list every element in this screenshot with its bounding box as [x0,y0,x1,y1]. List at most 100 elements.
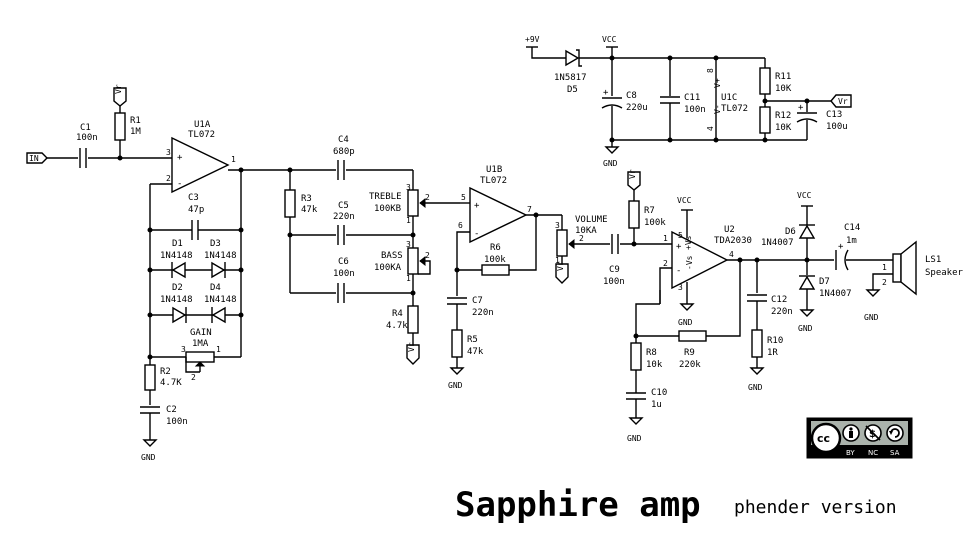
svg-text:R6: R6 [490,243,501,253]
capacitor-c1: C1 100n [76,123,98,168]
ground-symbol-c10: GND [627,417,644,443]
capacitor-c3: C3 47p [150,193,241,240]
svg-text:R4: R4 [392,309,403,319]
resistor-r12: R12 10K [759,106,792,134]
svg-text:3: 3 [678,283,683,292]
svg-text:+: + [603,88,609,98]
svg-text:C8: C8 [626,91,637,101]
svg-text:TREBLE: TREBLE [369,192,402,202]
svg-text:1M: 1M [130,127,141,137]
svg-text:100KB: 100KB [374,204,401,214]
svg-text:GND: GND [748,383,763,392]
ground-symbol-speaker: GND [864,289,881,322]
svg-text:1MA: 1MA [192,339,209,349]
diode-d4: D4 1N4148 [204,283,237,324]
svg-text:GND: GND [798,324,813,333]
svg-text:-Vs: -Vs [685,255,694,270]
svg-text:D7: D7 [819,277,830,287]
ground-symbol-c2: GND [141,439,158,462]
svg-text:7: 7 [527,205,532,214]
svg-text:220n: 220n [472,308,494,318]
svg-text:-: - [177,179,182,189]
schematic-subtitle: phender version [734,497,897,518]
svg-text:cc: cc [817,432,830,445]
license-label-by: BY [846,449,855,457]
cc-license-badge: cc $ BY NC SA [806,417,913,459]
svg-text:-: - [474,229,479,239]
resistor-r4: R4 4.7k [386,305,419,334]
svg-text:3: 3 [555,221,560,230]
svg-text:4: 4 [729,250,734,259]
svg-text:TL072: TL072 [480,176,507,186]
ground-symbol-d7: GND [798,309,815,333]
resistor-r9: R9 220k [678,330,707,370]
svg-text:D5: D5 [567,85,578,95]
svg-text:47k: 47k [301,205,318,215]
svg-text:GND: GND [448,381,463,390]
svg-text:+: + [838,242,844,252]
svg-text:4: 4 [706,126,715,131]
noncommercial-icon: $ [864,424,882,442]
svg-text:4.7k: 4.7k [386,321,408,331]
svg-text:$: $ [869,429,876,440]
svg-text:VOLUME: VOLUME [575,215,608,225]
svg-text:5: 5 [678,231,683,240]
svg-text:2: 2 [425,251,430,260]
svg-text:1: 1 [555,256,560,265]
svg-text:10k: 10k [646,360,663,370]
svg-text:100u: 100u [826,122,848,132]
speaker-pin-1: 1 [882,263,887,272]
vr-port-1: Vr [113,84,127,107]
svg-text:1N5817: 1N5817 [554,73,587,83]
svg-text:1m: 1m [846,236,857,246]
resistor-r10: R10 1R [751,329,783,358]
capacitor-c14: + C14 1m [835,223,860,271]
svg-text:D1: D1 [172,239,183,249]
capacitor-c7: C7 220n [447,296,494,318]
svg-text:D3: D3 [210,239,221,249]
svg-text:10K: 10K [775,123,792,133]
svg-text:2: 2 [191,373,196,382]
svg-text:C4: C4 [338,135,349,145]
svg-text:Vr: Vr [838,97,848,106]
resistor-r8: R8 10k [630,342,663,371]
svg-text:3: 3 [166,148,171,157]
svg-text:+: + [177,153,183,163]
capacitor-c4: C4 680p [333,135,355,180]
capacitor-c5: C5 220n [333,201,355,245]
svg-text:4.7K: 4.7K [160,378,182,388]
svg-text:GND: GND [627,434,642,443]
license-label-nc: NC [868,449,878,457]
svg-text:1R: 1R [767,348,778,358]
svg-text:Vr: Vr [114,84,123,94]
svg-text:220n: 220n [771,307,793,317]
diode-d1: D1 1N4148 [160,239,193,279]
svg-text:R2: R2 [160,367,171,377]
diode-d6: D6 1N4007 [761,224,816,248]
svg-text:1N4007: 1N4007 [819,289,852,299]
svg-text:BASS: BASS [381,251,403,261]
svg-text:10KA: 10KA [575,226,597,236]
opamp-u1b: + - 5 6 7 U1B TL072 [458,165,532,244]
diode-d2: D2 1N4148 [160,283,193,324]
speaker-ls1: LS1 Speaker [892,240,964,296]
svg-text:1: 1 [663,234,668,243]
svg-text:D6: D6 [785,227,796,237]
svg-text:1: 1 [406,274,411,283]
svg-text:100n: 100n [166,417,188,427]
capacitor-c10: C10 1u [626,388,667,410]
svg-text:U1C: U1C [721,93,737,103]
ground-symbol-r10: GND [748,367,765,392]
svg-text:3: 3 [406,183,411,192]
svg-text:3: 3 [181,345,186,354]
svg-text:C9: C9 [609,265,620,275]
sharealike-icon [886,424,904,442]
schematic-title: Sapphire amp [455,485,701,525]
capacitor-c2: C2 100n [140,405,188,427]
resistor-r5: R5 47k [451,329,484,358]
potentiometer-treble: 3 1 2 TREBLE 100KB [369,183,460,225]
svg-text:GND: GND [678,318,693,327]
input-port: IN [26,152,48,164]
svg-text:220k: 220k [679,360,701,370]
